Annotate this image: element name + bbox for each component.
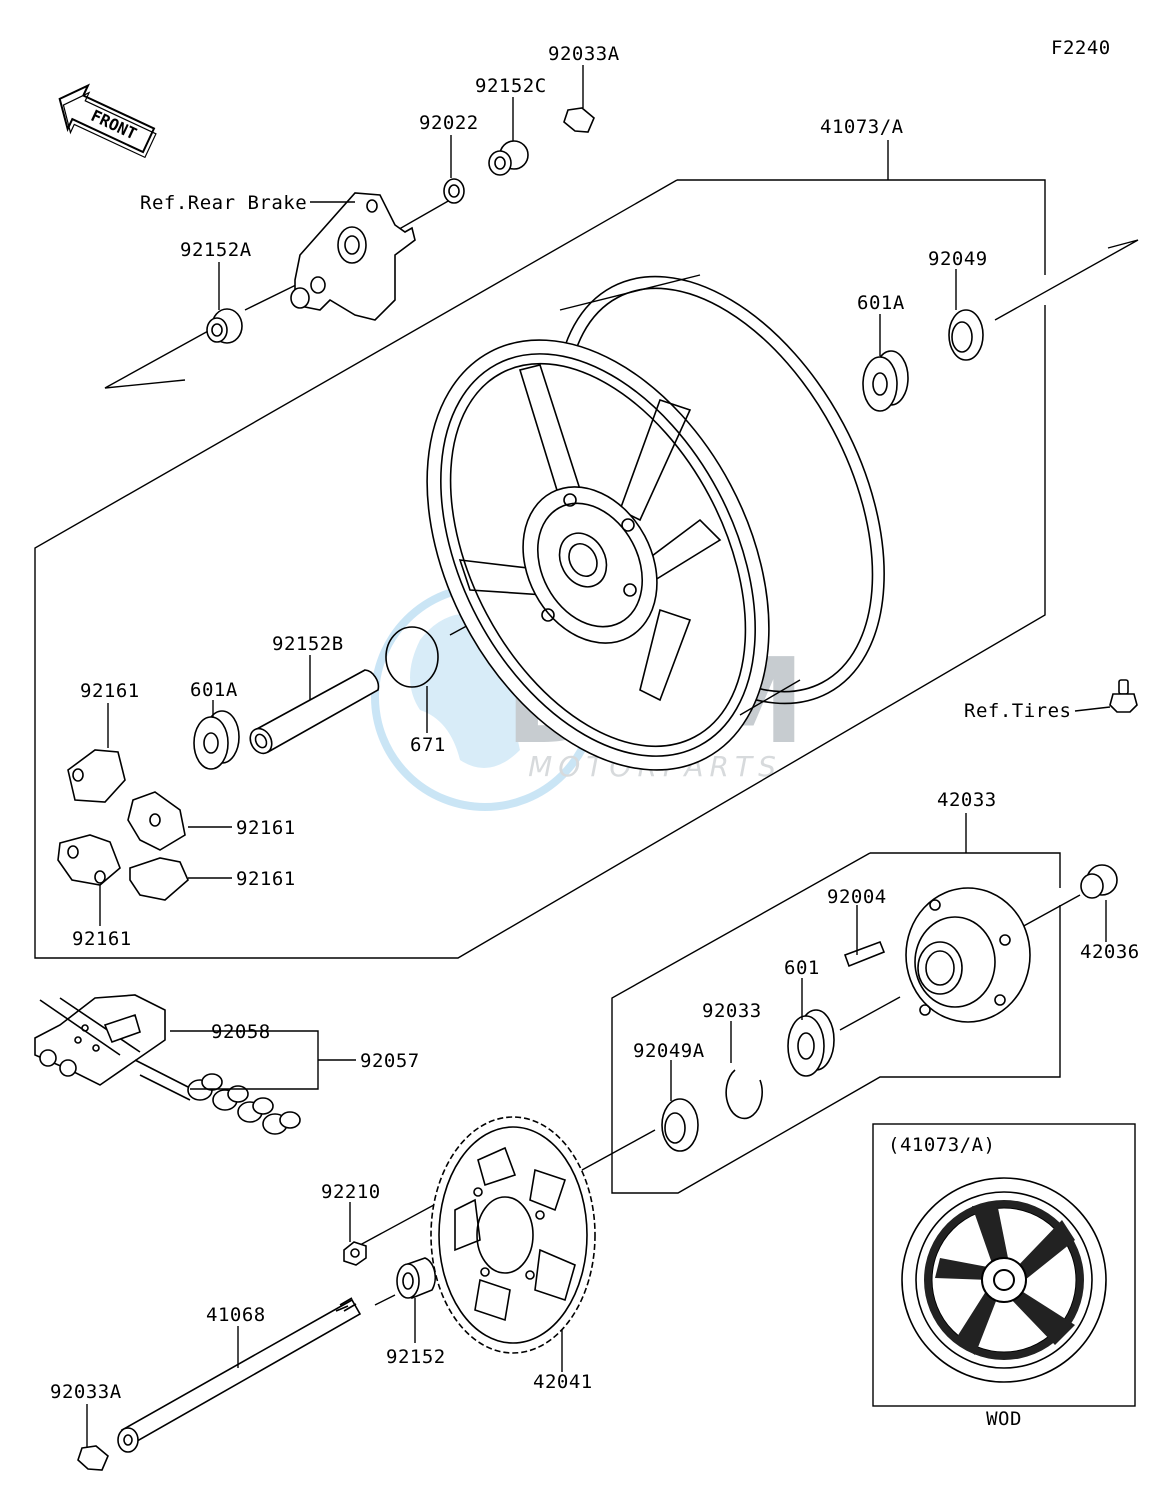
label-42036: 42036 (1080, 941, 1140, 963)
label-92057: 92057 (360, 1050, 420, 1072)
drive-chain (34, 994, 301, 1135)
label-92161-a: 92161 (80, 680, 140, 702)
wheel-box (34, 179, 1046, 959)
axis-seg (244, 282, 301, 311)
bearing-601A-left (193, 710, 240, 770)
label-92152C: 92152C (475, 75, 547, 97)
oring-671 (385, 626, 439, 688)
label-92161-d: 92161 (72, 928, 132, 950)
bearing-601A-right (862, 350, 909, 412)
hub-box-top (870, 852, 1061, 888)
wheel-box-top (677, 179, 1046, 275)
nut-92210 (343, 1241, 367, 1266)
axis-seg (581, 1129, 656, 1171)
label-92049: 92049 (928, 248, 988, 270)
front-arrow-icon: FRONT (58, 83, 157, 159)
label-671: 671 (410, 734, 446, 756)
ref-rear-brake[interactable]: Ref.Rear Brake (140, 192, 307, 214)
collar-92152A (206, 308, 243, 344)
label-92022: 92022 (419, 112, 479, 134)
label-42033: 42033 (937, 789, 997, 811)
washer-92022 (443, 178, 465, 204)
label-92152: 92152 (386, 1346, 446, 1368)
label-92161-c: 92161 (236, 868, 296, 890)
brake-caliper-bracket (290, 192, 416, 321)
collar-92152C (488, 140, 529, 176)
rear-sprocket-42041 (430, 1116, 596, 1354)
seal-92049A (661, 1098, 699, 1152)
circlip-92033A-top (563, 107, 595, 133)
label-92210: 92210 (321, 1181, 381, 1203)
label-41068: 41068 (206, 1304, 266, 1326)
valve-icon (1109, 679, 1138, 713)
bearing-601 (787, 1009, 835, 1077)
inset-wheel-image (901, 1177, 1107, 1383)
collar-42036 (1080, 864, 1118, 899)
label-92152A: 92152A (180, 239, 252, 261)
hub-box (611, 852, 1061, 1194)
label-92152B: 92152B (272, 633, 344, 655)
rear-wheel (426, 274, 885, 771)
axis-right-top (994, 239, 1139, 321)
leader-ref-tires (1074, 706, 1111, 712)
circlip-92033A-bottom (77, 1445, 109, 1471)
inset-caption: WOD (986, 1408, 1022, 1430)
label-601: 601 (784, 957, 820, 979)
label-92004: 92004 (827, 886, 887, 908)
label-601A-left: 601A (190, 679, 238, 701)
axis-seg (374, 1294, 396, 1306)
sleeve-92152B (249, 669, 380, 755)
circlip-92033 (725, 1069, 763, 1120)
axis-seg (839, 996, 901, 1031)
inset-title: (41073/A) (888, 1134, 995, 1156)
label-92033: 92033 (702, 1000, 762, 1022)
collar-92152 (396, 1257, 437, 1300)
label-92161-b: 92161 (236, 817, 296, 839)
label-41073A: 41073/A (820, 116, 904, 138)
damper-92161-group (57, 749, 189, 901)
stud-92004 (843, 940, 886, 968)
seal-92049 (948, 309, 984, 361)
sprocket-hub-42033 (905, 887, 1031, 1023)
axle-41068 (117, 1297, 362, 1453)
label-42041: 42041 (533, 1371, 593, 1393)
axis-seg (1019, 894, 1081, 929)
label-92058: 92058 (211, 1021, 271, 1043)
label-92049A: 92049A (633, 1040, 705, 1062)
label-601A-right: 601A (857, 292, 905, 314)
inset-panel: (41073/A) WOD (872, 1123, 1136, 1430)
ref-tires[interactable]: Ref.Tires (964, 700, 1071, 722)
figure-id: F2240 (1051, 37, 1111, 59)
label-92033A-top: 92033A (548, 43, 620, 65)
label-92033A-bottom: 92033A (50, 1381, 122, 1403)
axis-left-top (104, 329, 211, 389)
